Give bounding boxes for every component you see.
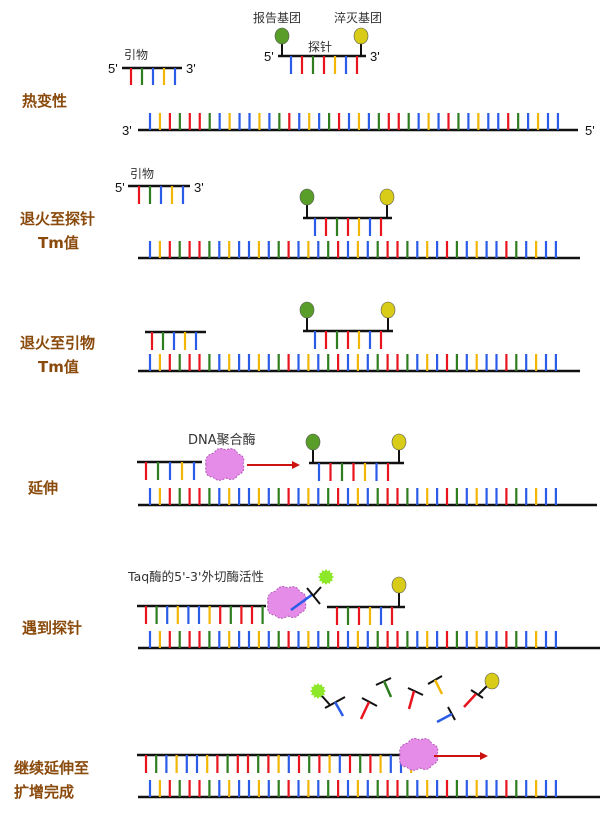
quencher-label: 淬灭基团 — [334, 10, 382, 25]
released-base — [333, 701, 345, 717]
five-prime-label: 5' — [108, 61, 118, 76]
five-prime-label: 5' — [115, 180, 125, 195]
reporter-dye-icon — [299, 188, 315, 206]
released-reporter-icon — [318, 569, 334, 585]
released-base — [407, 690, 416, 710]
fragment-backbone — [361, 697, 378, 707]
reporter-dye-icon — [305, 433, 321, 451]
released-base — [436, 712, 453, 724]
arrow-head-icon — [480, 752, 488, 760]
quencher-dye-icon — [379, 188, 395, 206]
polymerase-label: DNA聚合酶 — [188, 432, 256, 448]
three-prime-label: 3' — [186, 61, 196, 76]
quencher-dye-icon — [380, 301, 396, 319]
released-base — [359, 701, 371, 720]
primer-label: 引物 — [130, 167, 154, 181]
dna-polymerase-icon — [205, 448, 245, 481]
primer-label: 引物 — [124, 48, 148, 62]
quencher-dye-icon — [353, 27, 369, 45]
released-base — [463, 693, 477, 708]
released-base — [382, 680, 393, 698]
step-2-label: 退火至探针 — [20, 210, 95, 228]
released-base — [290, 592, 314, 612]
arrow-head-icon — [292, 461, 300, 469]
reporter-dye-icon — [274, 27, 290, 45]
three-prime-label: 3' — [370, 49, 380, 64]
base-backbone — [312, 586, 322, 597]
step-6-label: 继续延伸至 — [14, 759, 89, 777]
quencher-dye-icon — [391, 576, 407, 594]
released-reporter-icon — [310, 683, 326, 699]
fragment-backbone — [470, 689, 484, 699]
step-6-label-2: 扩增完成 — [14, 783, 74, 801]
quencher-stem — [478, 684, 489, 695]
reporter-label: 报告基团 — [253, 10, 301, 25]
five-prime-label: 5' — [585, 123, 595, 138]
dna-polymerase-icon — [399, 738, 439, 771]
quencher-dye-icon — [484, 672, 500, 690]
three-prime-label: 3' — [122, 123, 132, 138]
base-backbone — [321, 695, 331, 706]
step-5-label: 遇到探针 — [22, 619, 82, 637]
dna-polymerase-icon — [267, 586, 307, 619]
quencher-dye-icon — [391, 433, 407, 451]
step-3-label: 退火至引物 — [20, 334, 95, 352]
three-prime-label: 3' — [194, 180, 204, 195]
exonuclease-label: Taq酶的5'-3'外切酶活性 — [127, 569, 264, 584]
step-1-label: 热变性 — [22, 92, 67, 110]
released-base — [433, 679, 444, 695]
step-4-label: 延伸 — [27, 479, 58, 497]
reporter-dye-icon — [299, 301, 315, 319]
step-2-label-2: Tm值 — [38, 234, 79, 252]
probe-label: 探针 — [308, 39, 332, 54]
five-prime-label: 5' — [264, 49, 274, 64]
fragment-backbone — [407, 687, 424, 696]
step-3-label-2: Tm值 — [38, 358, 79, 376]
